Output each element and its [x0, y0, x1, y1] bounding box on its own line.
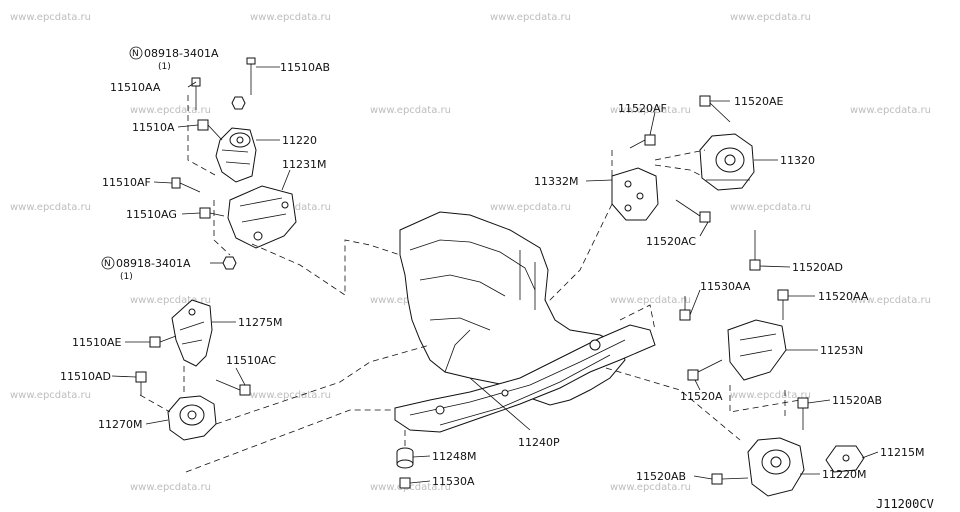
label-11248M: 11248M [432, 450, 476, 463]
label-08918-top: 08918-3401A [144, 47, 219, 60]
label-11510AF: 11510AF [102, 176, 151, 189]
bolt-11520AB-bottom [711, 473, 749, 485]
label-11510AC: 11510AC [226, 354, 276, 367]
label-11510AA: 11510AA [110, 81, 161, 94]
watermark: www.epcdata.ru [610, 105, 691, 116]
watermark: www.epcdata.ru [850, 105, 931, 116]
label-11520AB: 11520AB [832, 394, 882, 407]
nut-symbol-icon [101, 256, 115, 270]
watermark: www.epcdata.ru [130, 295, 211, 306]
label-11275M: 11275M [238, 316, 282, 329]
nut-symbol: N [132, 49, 139, 59]
watermark: www.epcdata.ru [610, 295, 691, 306]
bolt-11510AF [171, 177, 201, 193]
bolt-11520AF [629, 134, 656, 149]
label-08918-bottom: 08918-3401A [116, 257, 191, 270]
label-08918-bottom-qty: (1) [120, 272, 133, 282]
label-11510AB: 11510AB [280, 61, 330, 74]
watermark: www.epcdata.ru [10, 390, 91, 401]
label-11253N: 11253N [820, 344, 863, 357]
label-11215M: 11215M [880, 446, 924, 459]
part-labels: N 08918-3401A (1) 11510AB 11510AA 11510A… [60, 46, 934, 511]
diagram-code: J11200CV [876, 497, 934, 511]
bolt-11520AC [675, 199, 711, 223]
label-11231M: 11231M [282, 158, 326, 171]
label-11520A: 11520A [680, 390, 723, 403]
bolt-11510AD [135, 371, 147, 395]
bracket-11253N [727, 319, 787, 381]
bolt-11510AC [215, 379, 251, 396]
label-11270M: 11270M [98, 418, 142, 431]
center-member-11240P [394, 324, 656, 433]
bolt-11520AA [777, 289, 789, 320]
nut-08918-bottom [222, 256, 237, 270]
watermark: www.epcdata.ru [130, 105, 211, 116]
nut-symbol-icon [129, 46, 143, 60]
label-11520AD: 11520AD [792, 261, 843, 274]
mount-11220 [215, 127, 257, 183]
label-11220: 11220 [282, 134, 317, 147]
label-11220M: 11220M [822, 468, 866, 481]
bracket-11275M [171, 299, 213, 367]
bolt-11510AB [246, 57, 256, 95]
watermark: www.epcdata.ru [730, 12, 811, 23]
label-11520AC: 11520AC [646, 235, 696, 248]
label-11510AG: 11510AG [126, 208, 177, 221]
label-11520AB-bottom: 11520AB [636, 470, 686, 483]
label-11320: 11320 [780, 154, 815, 167]
watermark: www.epcdata.ru [10, 202, 91, 213]
watermark: www.epcdata.ru [610, 482, 691, 493]
bolt-11510A [197, 119, 223, 141]
label-11510AE: 11510AE [72, 336, 122, 349]
label-11510A: 11510A [132, 121, 175, 134]
bolt-11520AB [797, 397, 809, 430]
label-11530AA: 11530AA [700, 280, 751, 293]
engine-block [399, 211, 626, 406]
watermark: www.epcdata.ru [130, 482, 211, 493]
mount-11320 [699, 133, 755, 191]
watermark: www.epcdata.ru [250, 390, 331, 401]
nut-08918-top [231, 96, 246, 110]
mount-11270M [167, 395, 217, 441]
bolt-11520AD [749, 230, 761, 271]
watermark: www.epcdata.ru [10, 12, 91, 23]
bolt-11510AE [149, 335, 177, 348]
watermark: www.epcdata.ru [730, 390, 811, 401]
bolt-11530AA [679, 296, 691, 321]
bracket-11332M [611, 167, 659, 221]
watermark: www.epcdata.ru [250, 12, 331, 23]
label-11520AF: 11520AF [618, 102, 667, 115]
bolt-11520AE [699, 95, 731, 123]
nut-symbol: N [104, 259, 111, 269]
label-11520AE: 11520AE [734, 95, 784, 108]
label-11530A: 11530A [432, 475, 475, 488]
label-11240P: 11240P [518, 436, 560, 449]
watermark: www.epcdata.ru [730, 202, 811, 213]
leader-lines [111, 66, 879, 484]
label-11332M: 11332M [534, 175, 578, 188]
bracket-11215M [825, 445, 865, 473]
bracket-11231M [227, 185, 297, 249]
watermark: www.epcdata.ru [850, 295, 931, 306]
watermark: www.epcdata.ru [370, 105, 451, 116]
mount-11220M [747, 437, 805, 497]
insulator-11248M [396, 447, 414, 469]
bolt-11530A [399, 477, 411, 489]
label-08918-top-qty: (1) [158, 62, 171, 72]
watermark: www.epcdata.ru [490, 202, 571, 213]
watermark: www.epcdata.ru [490, 12, 571, 23]
label-11510AD: 11510AD [60, 370, 111, 383]
bolt-11510AG [199, 207, 225, 219]
bolt-11520A [687, 359, 723, 381]
label-11520AA: 11520AA [818, 290, 869, 303]
